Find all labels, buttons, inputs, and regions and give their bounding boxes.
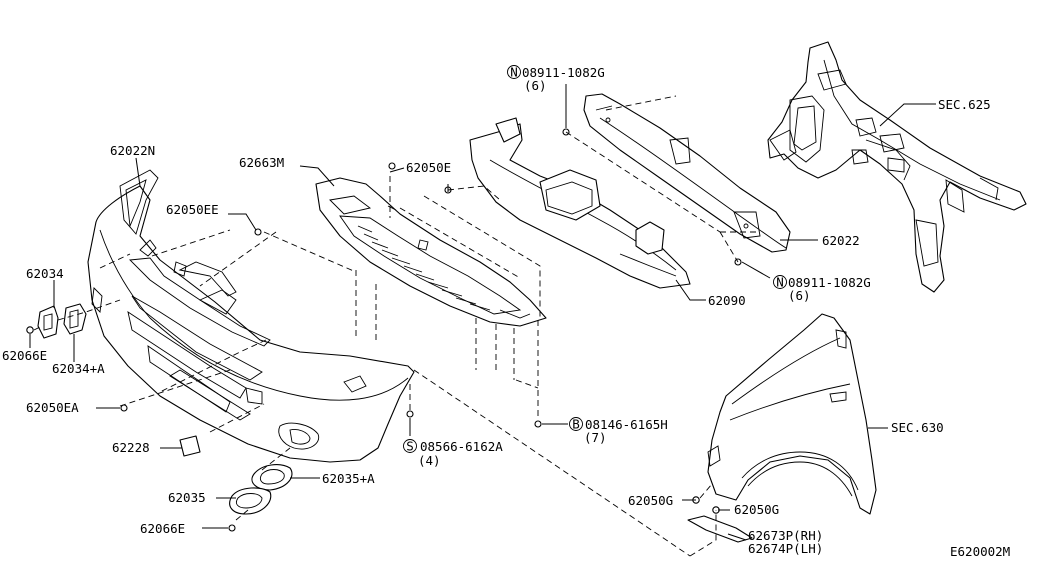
label-62035a: 62035+A	[322, 471, 375, 486]
label-62663m: 62663M	[239, 155, 284, 170]
front-fender	[707, 313, 877, 515]
n-symbol-top	[507, 65, 521, 79]
fog-lamp-finisher	[229, 464, 293, 515]
s-symbol	[403, 439, 417, 453]
label-62050g-a: 62050G	[628, 493, 673, 508]
label-sec625: SEC.625	[938, 97, 991, 112]
svg-text:N: N	[510, 65, 518, 80]
radiator-core-support	[767, 41, 1027, 293]
label-08911-top: 08911-1082G	[522, 65, 605, 80]
assembly-dashed-lines	[33, 95, 760, 557]
label-62066e-bottom: 62066E	[140, 521, 185, 536]
label-62050ee: 62050EE	[166, 202, 219, 217]
lower-cover-62663m	[315, 177, 547, 327]
leader-lines	[29, 84, 936, 541]
label-08566: 08566-6162A	[420, 439, 503, 454]
bumper-side-bracket	[26, 303, 87, 339]
fender-seal-62673p	[687, 515, 753, 543]
label-sec630: SEC.630	[891, 420, 944, 435]
svg-text:N: N	[776, 275, 784, 290]
label-62090: 62090	[708, 293, 746, 308]
label-62035: 62035	[168, 490, 206, 505]
label-62022n: 62022N	[110, 143, 155, 158]
label-62228: 62228	[112, 440, 150, 455]
diagram-id: E620002M	[950, 544, 1010, 559]
circled-symbols: N N S B	[403, 65, 787, 454]
label-08146-qty: (7)	[584, 430, 607, 445]
label-08566-qty: (4)	[418, 453, 441, 468]
svg-text:S: S	[406, 439, 414, 454]
n-symbol-bottom	[773, 275, 787, 289]
svg-text:B: B	[572, 417, 580, 432]
b-symbol	[569, 417, 583, 431]
label-62050g-b: 62050G	[734, 502, 779, 517]
label-62674p: 62674P(LH)	[748, 541, 823, 556]
bumper-reinforcement-62022	[583, 93, 791, 253]
label-08911-bottom-qty: (6)	[788, 288, 811, 303]
label-08911-bottom: 08911-1082G	[788, 275, 871, 290]
label-62066e-top: 62066E	[2, 348, 47, 363]
energy-absorber-62090	[469, 117, 691, 289]
part-labels: 62022N 62663M 62050E 62050EE 62034 62066…	[2, 65, 1010, 559]
label-62034: 62034	[26, 266, 64, 281]
label-62050e: 62050E	[406, 160, 451, 175]
label-08146: 08146-6165H	[585, 417, 668, 432]
label-62034a: 62034+A	[52, 361, 105, 376]
label-62050ea: 62050EA	[26, 400, 79, 415]
clip-62228	[179, 435, 201, 457]
label-62022: 62022	[822, 233, 860, 248]
label-08911-top-qty: (6)	[524, 78, 547, 93]
label-62673p: 62673P(RH)	[748, 528, 823, 543]
front-bumper-fascia	[87, 169, 415, 463]
